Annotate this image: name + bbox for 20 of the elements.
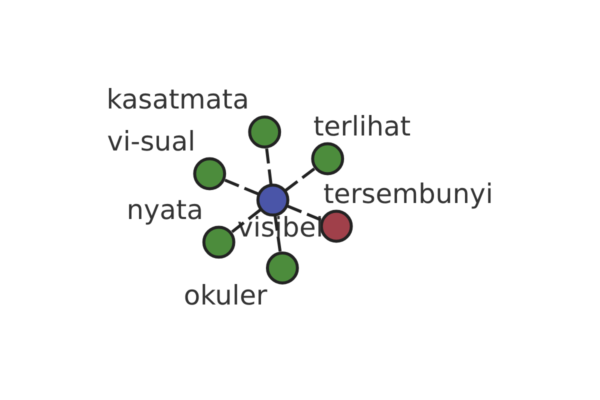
connector: [223, 178, 258, 196]
node-label: tersembunyi: [322, 178, 493, 210]
connector: [273, 216, 282, 253]
node-circle: [310, 142, 344, 176]
connector: [286, 204, 322, 222]
node-circle: [192, 157, 226, 190]
node-label: terlihat: [312, 111, 410, 142]
node-circle: [319, 210, 352, 243]
connector: [264, 148, 272, 184]
node-circle: [256, 184, 289, 217]
node-label: visibel: [236, 212, 323, 244]
connector: [230, 208, 261, 234]
node-label: okuler: [183, 280, 267, 312]
connector: [284, 167, 316, 192]
node-label: vi-sual: [106, 126, 195, 158]
node-circle: [265, 252, 298, 284]
node-label: kasatmata: [106, 84, 249, 116]
node-circle: [202, 226, 235, 259]
node-circle: [248, 116, 281, 148]
node-label: nyata: [126, 194, 203, 226]
